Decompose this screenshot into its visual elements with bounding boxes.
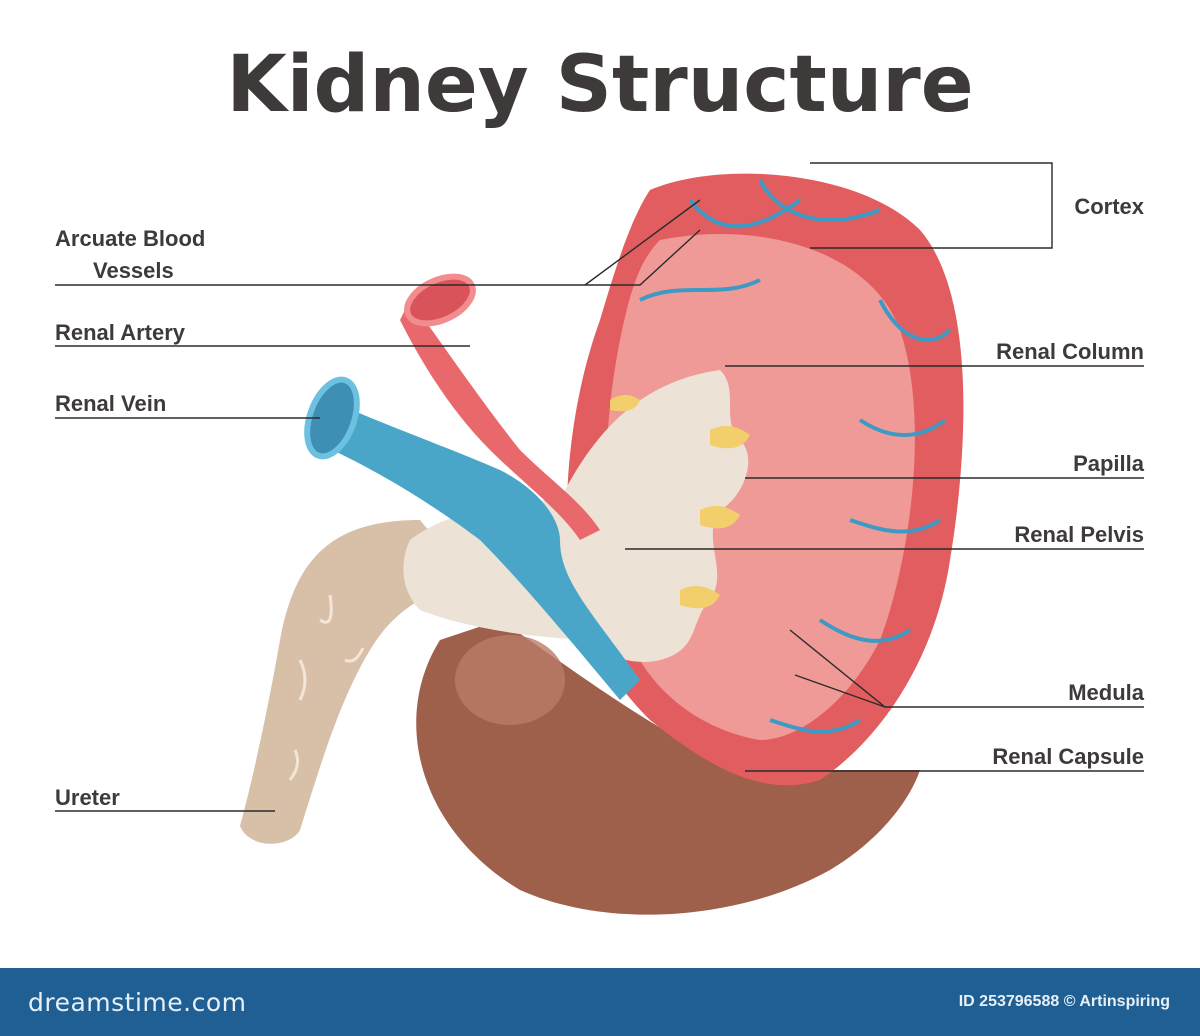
page-title: Kidney Structure: [226, 40, 974, 130]
label-renal-column: Renal Column: [996, 339, 1144, 364]
label-renal-pelvis: Renal Pelvis: [1014, 522, 1144, 547]
renal-artery-shape: [400, 300, 600, 540]
label-vessels: Vessels: [93, 258, 174, 283]
labels: Arcuate Blood Vessels Renal Artery Renal…: [55, 194, 1145, 810]
footer-image-id: ID 253796588 © Artinspiring: [958, 993, 1170, 1010]
kidney-illustration: [240, 173, 964, 915]
footer-bar: dreamstime.com ID 253796588 © Artinspiri…: [0, 968, 1200, 1036]
kidney-diagram: Arcuate Blood Vessels Renal Artery Renal…: [55, 162, 1145, 915]
label-ureter: Ureter: [55, 785, 120, 810]
label-renal-capsule: Renal Capsule: [992, 744, 1144, 769]
label-arcuate-blood: Arcuate Blood: [55, 226, 205, 251]
label-medula: Medula: [1068, 680, 1145, 705]
leader-lines: [55, 162, 1144, 812]
renal-vein-opening: [304, 376, 360, 460]
footer-brand[interactable]: dreamstime.com: [28, 988, 247, 1017]
label-cortex: Cortex: [1074, 194, 1144, 219]
label-renal-vein: Renal Vein: [55, 391, 166, 416]
label-papilla: Papilla: [1073, 451, 1145, 476]
label-renal-artery: Renal Artery: [55, 320, 186, 345]
renal-vein-shape: [310, 395, 640, 700]
